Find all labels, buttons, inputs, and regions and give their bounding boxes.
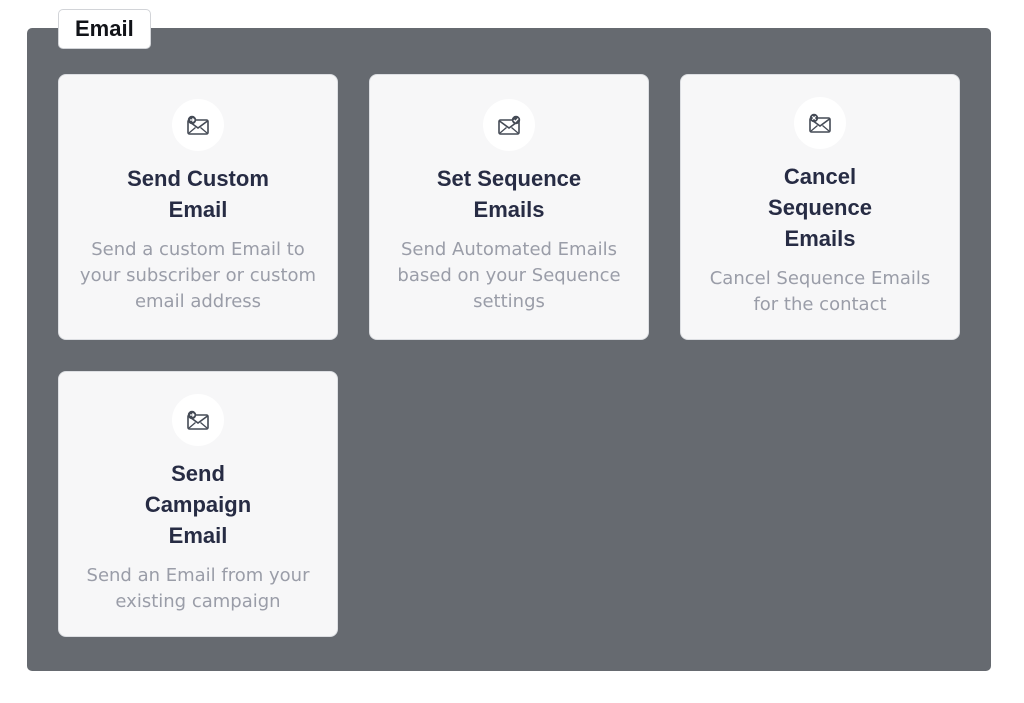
section-tab-label: Email xyxy=(75,16,134,41)
card-title: Cancel Sequence Emails xyxy=(768,163,872,251)
card-description: Send Automated Emails based on your Sequ… xyxy=(397,239,621,312)
cancel-sequence-emails-card[interactable]: Cancel Sequence Emails Cancel Sequence E… xyxy=(680,74,960,340)
card-description: Send a custom Email to your subscriber o… xyxy=(79,239,317,312)
card-title: Set Sequence Emails xyxy=(436,166,582,222)
send-custom-email-card[interactable]: Send Custom Email Send a custom Email to… xyxy=(58,74,338,340)
section-tab-email[interactable]: Email xyxy=(58,9,151,49)
send-campaign-email-card[interactable]: Send Campaign Email Send an Email from y… xyxy=(58,371,338,637)
email-cancel-icon xyxy=(794,96,846,149)
set-sequence-emails-card[interactable]: Set Sequence Emails Send Automated Email… xyxy=(369,74,649,340)
email-send-icon xyxy=(172,99,224,151)
card-description: Send an Email from your existing campaig… xyxy=(86,564,310,612)
email-send-icon xyxy=(172,393,224,446)
email-check-icon xyxy=(483,99,535,151)
card-title: Send Campaign Email xyxy=(144,460,252,548)
card-description: Cancel Sequence Emails for the contact xyxy=(709,267,931,315)
card-title: Send Custom Email xyxy=(127,166,269,222)
